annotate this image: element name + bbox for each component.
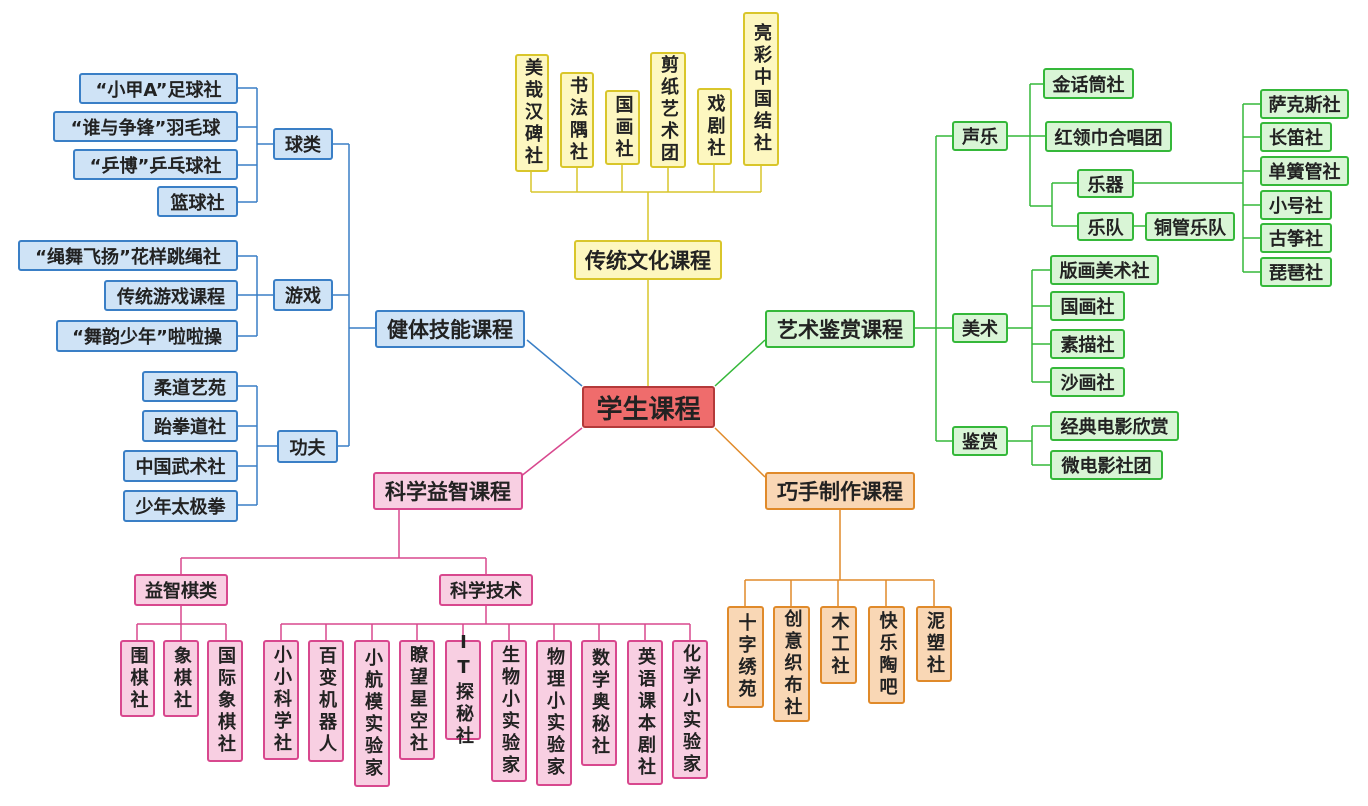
traditional-item[interactable]: 美哉汉碑社: [515, 54, 549, 172]
chess-item[interactable]: 围棋社: [120, 640, 155, 717]
tech-item[interactable]: 小小科学社: [263, 640, 299, 760]
tech-item[interactable]: 英语课本剧社: [627, 640, 663, 785]
craft-item[interactable]: 木工社: [820, 606, 857, 684]
fine-art-item[interactable]: 版画美术社: [1050, 255, 1159, 285]
instrument-item[interactable]: 单簧管社: [1260, 156, 1349, 186]
traditional-item[interactable]: 戏剧社: [697, 88, 732, 165]
tech-item[interactable]: 化学小实验家: [672, 640, 708, 779]
chess-item[interactable]: 国际象棋社: [207, 640, 243, 762]
craft-item[interactable]: 泥塑社: [916, 606, 952, 682]
tech-item[interactable]: 物理小实验家: [536, 640, 572, 786]
instrument-item[interactable]: 琵琶社: [1260, 257, 1332, 287]
instruments-node[interactable]: 乐器: [1077, 169, 1134, 198]
instrument-item[interactable]: 萨克斯社: [1260, 89, 1349, 119]
instrument-item[interactable]: 古筝社: [1260, 223, 1332, 253]
tech-item[interactable]: 生物小实验家: [491, 640, 527, 782]
craft-item[interactable]: 快乐陶吧: [868, 606, 905, 704]
tech-item[interactable]: 小航模实验家: [354, 640, 390, 787]
tech-category[interactable]: 科学技术: [439, 574, 533, 606]
ball-item[interactable]: 篮球社: [157, 186, 238, 217]
traditional-item[interactable]: 亮彩中国结社: [743, 12, 779, 166]
vocal-item[interactable]: 红领巾合唱团: [1045, 121, 1172, 152]
fitness-node[interactable]: 健体技能课程: [375, 310, 525, 348]
vocal-category[interactable]: 声乐: [952, 121, 1008, 151]
art-node[interactable]: 艺术鉴赏课程: [765, 310, 915, 348]
kungfu-category[interactable]: 功夫: [277, 430, 338, 463]
science-node[interactable]: 科学益智课程: [373, 472, 523, 510]
traditional-item[interactable]: 剪纸艺术团: [650, 52, 686, 168]
tech-item[interactable]: 百变机器人: [308, 640, 344, 762]
chess-category[interactable]: 益智棋类: [134, 574, 228, 606]
craft-node[interactable]: 巧手制作课程: [765, 472, 915, 510]
craft-item[interactable]: 十字绣苑: [727, 606, 764, 708]
ball-category[interactable]: 球类: [273, 128, 333, 160]
kungfu-item[interactable]: 少年太极拳: [123, 490, 238, 522]
root-node[interactable]: 学生课程: [582, 386, 715, 428]
band-node[interactable]: 乐队: [1077, 212, 1134, 241]
ball-item[interactable]: “小甲A”足球社: [79, 73, 238, 104]
games-category[interactable]: 游戏: [273, 279, 333, 311]
fine-art-category[interactable]: 美术: [952, 313, 1008, 343]
kungfu-item[interactable]: 跆拳道社: [142, 410, 238, 442]
craft-item[interactable]: 创意织布社: [773, 606, 810, 722]
band-item[interactable]: 铜管乐队: [1145, 212, 1235, 241]
vocal-item[interactable]: 金话筒社: [1043, 68, 1134, 99]
fine-art-item[interactable]: 国画社: [1050, 291, 1125, 321]
traditional-item[interactable]: 国画社: [605, 90, 640, 165]
traditional-item[interactable]: 书法隅社: [560, 72, 594, 168]
appreciation-category[interactable]: 鉴赏: [952, 426, 1008, 456]
appreciation-item[interactable]: 经典电影欣赏: [1050, 411, 1179, 441]
fine-art-item[interactable]: 素描社: [1050, 329, 1125, 359]
kungfu-item[interactable]: 柔道艺苑: [142, 371, 238, 402]
tech-item[interactable]: 瞭望星空社: [399, 640, 435, 760]
games-item[interactable]: “绳舞飞扬”花样跳绳社: [18, 240, 238, 271]
games-item[interactable]: 传统游戏课程: [104, 280, 238, 311]
instrument-item[interactable]: 小号社: [1260, 190, 1332, 220]
tech-item[interactable]: IT探秘社: [445, 632, 481, 748]
ball-item[interactable]: “乒博”乒乓球社: [73, 149, 238, 180]
instrument-item[interactable]: 长笛社: [1260, 122, 1332, 152]
chess-item[interactable]: 象棋社: [163, 640, 199, 717]
kungfu-item[interactable]: 中国武术社: [123, 450, 238, 482]
tech-item[interactable]: 数学奥秘社: [581, 640, 617, 766]
fine-art-item[interactable]: 沙画社: [1050, 367, 1125, 397]
ball-item[interactable]: “谁与争锋”羽毛球: [53, 111, 238, 142]
appreciation-item[interactable]: 微电影社团: [1050, 450, 1163, 480]
games-item[interactable]: “舞韵少年”啦啦操: [56, 320, 238, 352]
traditional-culture-node[interactable]: 传统文化课程: [574, 240, 722, 280]
